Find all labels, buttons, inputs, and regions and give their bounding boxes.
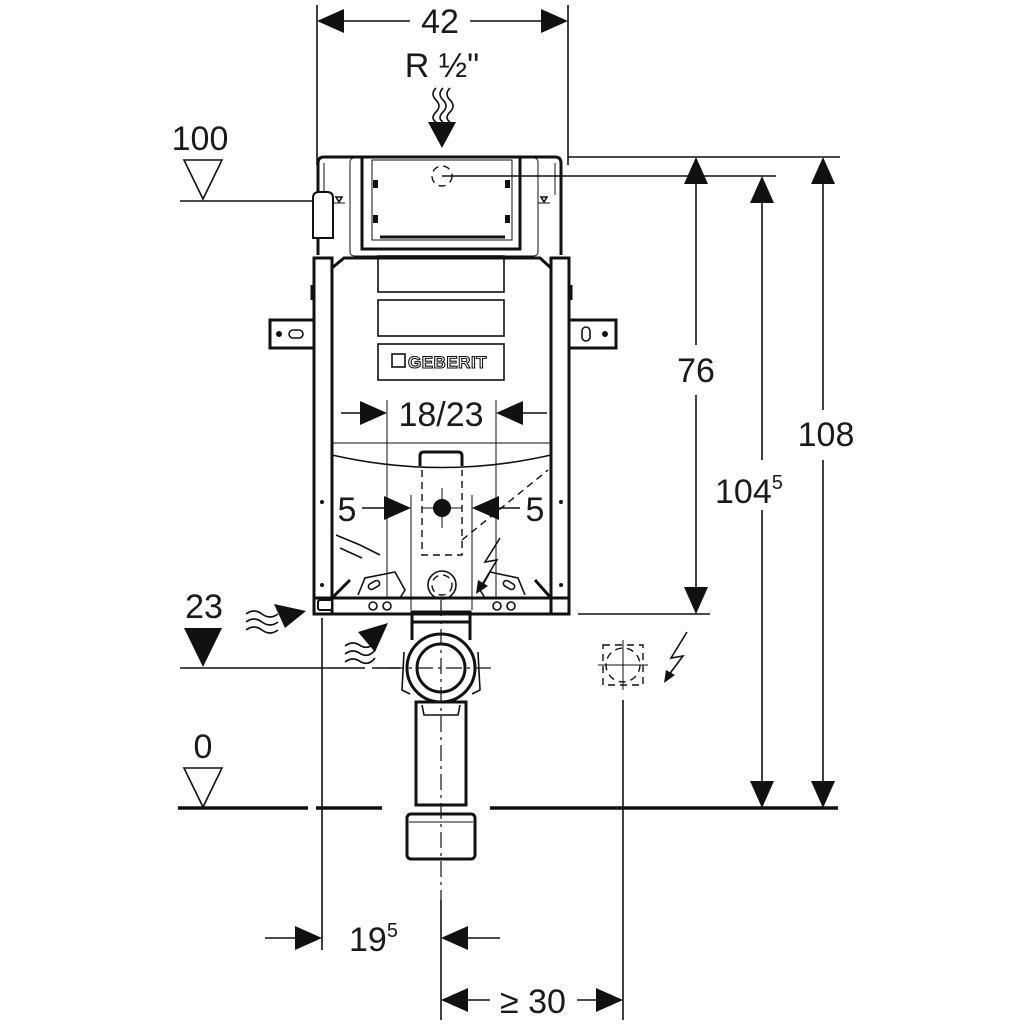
drain-bend <box>388 600 495 900</box>
dimension-arrow-icon <box>811 781 835 808</box>
level-marker-icon <box>182 159 224 201</box>
level-marker-100: 100 <box>172 120 312 202</box>
dimension-arrow-icon <box>684 157 708 184</box>
dimension-arrow-icon <box>750 176 774 203</box>
dimension-arrow-icon <box>441 988 468 1012</box>
dimension-arrow-icon <box>295 926 322 950</box>
electrical-supply-icon <box>476 537 501 594</box>
dimension-arrow-icon <box>811 157 835 184</box>
frame-height-leg-label: 1045 <box>715 472 783 511</box>
waste-water-icon <box>344 623 388 665</box>
dimension-frame-height-leg: 1045 <box>715 176 783 808</box>
dimension-arrow-icon <box>472 496 499 520</box>
dimension-arrow-icon <box>541 9 568 33</box>
dimension-arrow-icon <box>496 401 523 425</box>
dimension-arrow-icon <box>360 401 387 425</box>
dimension-arrow-icon <box>384 496 411 520</box>
level-23-label: 23 <box>185 588 223 626</box>
dimension-arrow-icon <box>317 9 344 33</box>
frame-height-total-label: 108 <box>798 416 855 454</box>
dimension-arrow-icon <box>684 587 708 614</box>
bolt-offset-left-label: 5 <box>338 491 357 529</box>
brand-name: GEBERIT <box>408 353 487 372</box>
dimension-frame-height-total: 108 <box>798 157 855 808</box>
electrical-socket-position <box>598 631 688 1020</box>
geberit-logo: GEBERIT <box>391 352 487 373</box>
level-100-label: 100 <box>172 120 229 158</box>
dimension-arrow-icon <box>441 926 468 950</box>
outlet-spacing-label: 18/23 <box>398 396 483 434</box>
dimension-frame-width: 42 <box>316 3 569 165</box>
dimension-arrow-icon <box>750 781 774 808</box>
dimension-arrow-icon <box>596 988 623 1012</box>
level-marker-icon <box>182 767 224 809</box>
dimension-cistern-to-drain: 76 <box>677 157 715 614</box>
level-marker-0: 0 <box>182 728 224 809</box>
left-wall-bracket <box>268 318 314 350</box>
level-marker-icon <box>184 628 222 667</box>
wall-to-drain-label: 195 <box>349 920 398 959</box>
water-supply-icon <box>428 87 456 148</box>
level-0-label: 0 <box>194 728 213 766</box>
water-inlet-marker: R ½" <box>405 47 479 148</box>
waste-water-icon <box>245 604 306 634</box>
dimension-min-clearance: ≥ 30 <box>440 900 623 1021</box>
installation-frame: GEBERIT <box>268 155 618 616</box>
min-clearance-label: ≥ 30 <box>500 983 566 1021</box>
dimension-bolt-offsets: 5 5 <box>338 488 545 610</box>
bolt-offset-right-label: 5 <box>526 491 545 529</box>
right-wall-bracket <box>569 318 618 350</box>
dimension-wall-to-drain: 195 <box>265 920 500 959</box>
water-inlet-label: R ½" <box>405 47 479 85</box>
dimension-outlet-spacing: 18/23 <box>341 396 547 598</box>
cistern-to-drain-label: 76 <box>677 352 715 390</box>
level-marker-23: 23 <box>180 588 400 669</box>
frame-width-label: 42 <box>421 3 459 41</box>
electrical-supply-icon <box>664 631 688 683</box>
